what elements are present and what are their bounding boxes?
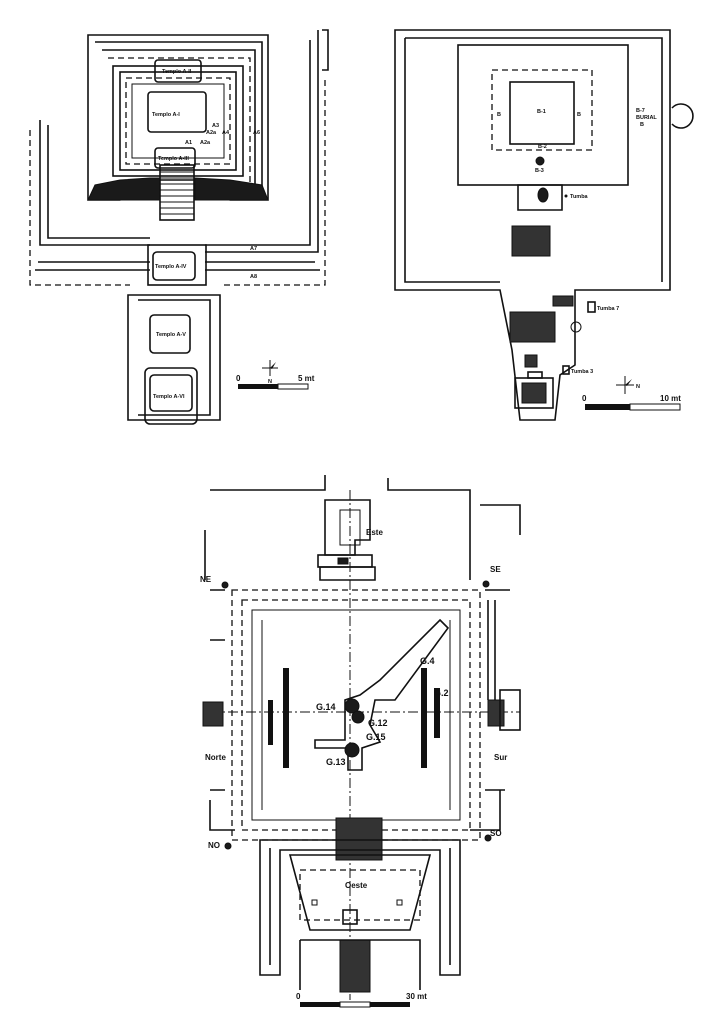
label-templo-a4: Templo A-IV	[155, 264, 187, 270]
label-a8: A8	[250, 274, 257, 280]
label-a3: A3	[212, 123, 219, 129]
scale-bar-plan1: 0 5 mt	[236, 374, 315, 390]
label-so: SO	[490, 829, 502, 838]
label-a2a: A2a	[206, 130, 217, 136]
label-b-left: B	[497, 112, 501, 118]
label-tumba: Tumba	[570, 194, 589, 200]
label-b-right: B	[577, 112, 581, 118]
scale-start-3: 0	[296, 992, 301, 1001]
label-templo-a3: Templo A-III	[158, 156, 189, 162]
label-burial: BURIAL	[636, 115, 657, 121]
label-templo-a6: Templo A-VI	[153, 394, 185, 400]
scale-end-3: 30 mt	[406, 992, 427, 1001]
label-g12: G.12	[368, 718, 388, 728]
label-templo-a5: Templo A-V	[156, 332, 186, 338]
label-no: NO	[208, 841, 220, 850]
label-g2: G.2	[434, 688, 449, 698]
label-sur: Sur	[494, 753, 507, 762]
label-a2a-2: A2a	[200, 140, 211, 146]
plan-templo-a: Templo A-II Templo A-I Templo A-III A2a …	[29, 29, 329, 425]
label-templo-a2: Templo A-II	[162, 69, 192, 75]
plan-b: B-1 B B B-2 B-3 B-7 BURIAL B Tumba Tumba…	[394, 29, 694, 421]
label-oeste: Oeste	[345, 881, 368, 890]
label-burial-num: B	[640, 122, 644, 128]
label-b1: B-1	[537, 109, 546, 115]
label-a4: A4	[222, 130, 230, 136]
scale-start-2: 0	[582, 394, 587, 403]
label-b3: B-3	[535, 168, 544, 174]
label-tumba7: Tumba 7	[597, 306, 619, 312]
north-label-2: N	[636, 384, 640, 390]
label-este: Este	[366, 528, 383, 537]
label-tumba3: Tumba 3	[571, 369, 593, 375]
label-g14: G.14	[316, 702, 336, 712]
north-arrow-plan1-icon: N	[262, 360, 278, 385]
label-a7: A7	[250, 246, 257, 252]
label-g4: G.4	[420, 656, 435, 666]
plan-plaza: Este NE SE NO SO Norte Sur G.4 G.2 G.14 …	[200, 475, 521, 1008]
label-g15: G.15	[366, 732, 386, 742]
scale-bar-plan3: 0 30 mt	[296, 992, 427, 1008]
scale-bar-plan2: 0 10 mt	[582, 394, 681, 411]
north-arrow-plan2-icon: N	[616, 376, 640, 394]
label-se: SE	[490, 565, 501, 574]
label-burial-top: B-7	[636, 108, 645, 114]
label-b2: B-2	[538, 144, 547, 150]
label-g13: G.13	[326, 757, 346, 767]
label-ne: NE	[200, 575, 212, 584]
scale-end-2: 10 mt	[660, 394, 681, 403]
scale-end-1: 5 mt	[298, 374, 315, 383]
scale-start-1: 0	[236, 374, 241, 383]
label-a6: A6	[253, 130, 260, 136]
label-templo-a1: Templo A-I	[152, 112, 180, 118]
label-norte: Norte	[205, 753, 226, 762]
north-label-1: N	[268, 379, 272, 385]
label-a1: A1	[185, 140, 192, 146]
